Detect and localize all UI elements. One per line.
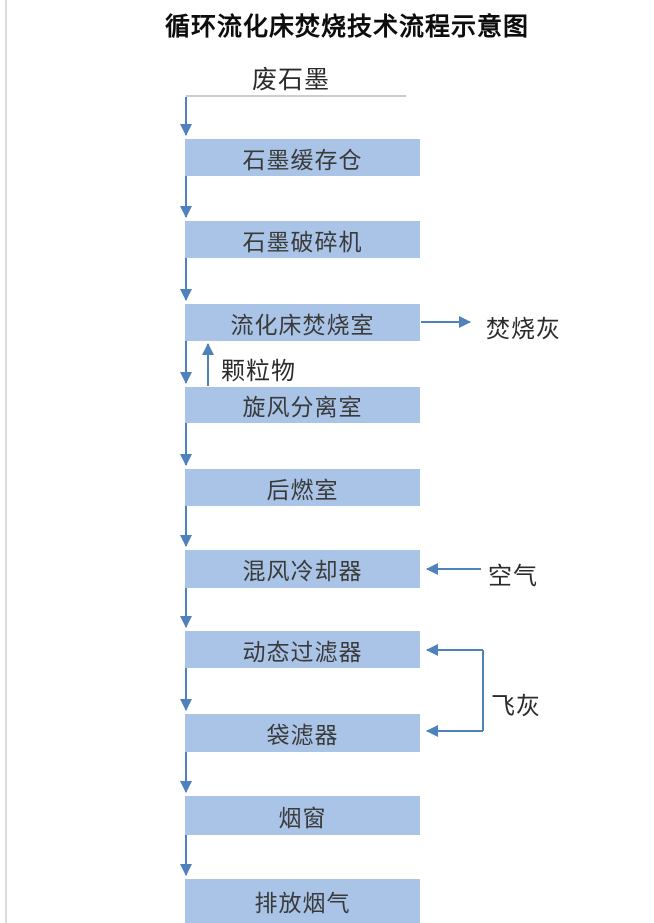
particles-label: 颗粒物	[221, 358, 296, 385]
node-graphite-crusher: 石墨破碎机	[185, 221, 420, 258]
fly-ash-label: 飞灰	[491, 693, 541, 720]
node-afterburner-chamber: 后燃室	[185, 469, 420, 506]
node-exhaust-flue-gas: 排放烟气	[185, 879, 420, 923]
node-graphite-buffer-silo: 石墨缓存仓	[185, 139, 420, 176]
node-air-mix-cooler: 混风冷却器	[185, 550, 420, 588]
incineration-ash-label: 焚烧灰	[486, 316, 561, 343]
page-edge-line	[5, 0, 7, 923]
air-label: 空气	[488, 563, 538, 590]
node-bag-filter: 袋滤器	[185, 714, 420, 752]
diagram-title: 循环流化床焚烧技术流程示意图	[164, 13, 529, 41]
source-label: 废石墨	[251, 66, 330, 94]
node-fluidized-bed-incinerator: 流化床焚烧室	[185, 304, 420, 341]
node-chimney: 烟窗	[185, 796, 420, 835]
node-dynamic-filter: 动态过滤器	[185, 631, 420, 668]
node-cyclone-separator: 旋风分离室	[185, 387, 420, 423]
